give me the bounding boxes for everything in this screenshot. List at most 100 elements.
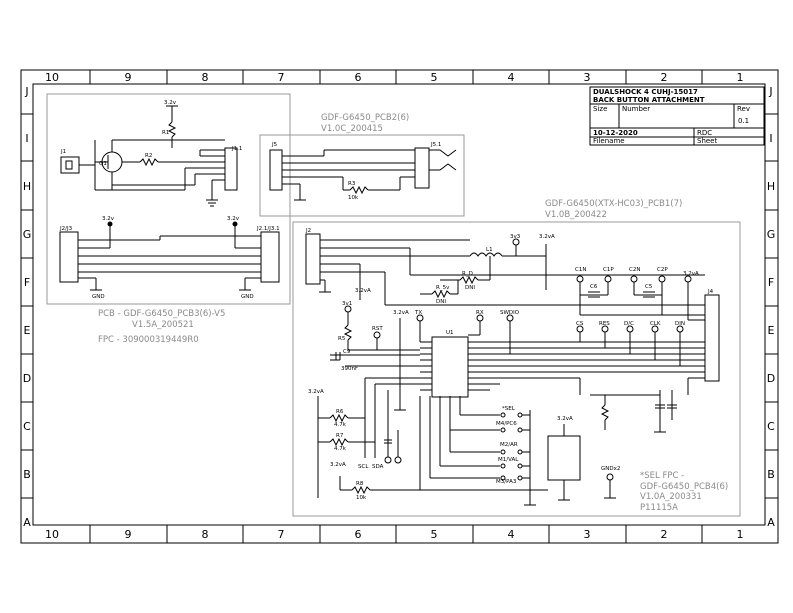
pcb3-note-line2: V1.5A_200521 — [132, 320, 194, 330]
label-sel: *SEL — [502, 406, 516, 412]
ref-j5: J5 — [271, 142, 278, 148]
col-label: 4 — [508, 528, 515, 541]
rail-3v3: 3v3 — [510, 234, 521, 240]
col-label: 6 — [355, 528, 362, 541]
label-m3: M3/PA3 — [496, 479, 517, 485]
ref-c5: C5 — [645, 284, 653, 290]
row-label: B — [23, 468, 31, 481]
pcb2-boundary — [259, 134, 465, 217]
label-gndx2: GNDx2 — [601, 466, 620, 472]
column-ticks — [89, 70, 703, 543]
col-label: 7 — [278, 71, 285, 84]
row-label: J — [24, 85, 28, 98]
label-cs: CS — [576, 321, 584, 327]
ref-r2: R2 — [145, 153, 152, 159]
value-r3: 10k — [348, 195, 359, 201]
rail-3v2-left: 3.2v — [102, 216, 115, 222]
row-label: D — [23, 372, 31, 385]
title-line-2: BACK BUTTON ATTACHMENT — [593, 96, 705, 104]
label-m2: M2/AR — [500, 442, 518, 448]
row-label: E — [24, 324, 31, 337]
col-label: 1 — [737, 528, 744, 541]
ref-j21j31: J2.1/J3.1 — [256, 226, 280, 232]
ref-j2j3: J2/J3 — [59, 226, 73, 232]
label-m1: M1/VAL — [498, 457, 519, 463]
col-label: 6 — [355, 71, 362, 84]
ref-j1: J1 — [60, 149, 66, 155]
value-c9: 390nF — [341, 366, 358, 372]
rail-3v2a-j4: 3.2vA — [683, 271, 699, 277]
inner-border — [32, 83, 766, 526]
col-label: 3 — [584, 71, 591, 84]
filename-label: Filename — [593, 137, 625, 145]
sheet-label: Sheet — [697, 137, 717, 145]
pcb3-circuit — [59, 105, 280, 291]
rdc-label: RDC — [697, 129, 712, 137]
col-label: 5 — [431, 71, 438, 84]
value-r8: 10k — [356, 495, 367, 501]
row-label: A — [767, 516, 775, 529]
ref-r6: R6 — [336, 409, 344, 415]
row-label: G — [23, 228, 32, 241]
fpc-note: FPC - 309000319449R0 — [98, 335, 199, 345]
label-swdio: SWDIO — [500, 310, 520, 316]
ref-j51: J5.1 — [430, 142, 441, 148]
rail-3v2a-top: 3.2vA — [539, 234, 555, 240]
row-ticks — [21, 113, 778, 499]
col-label: 10 — [45, 528, 59, 541]
row-labels-right: J I H G F E D C B A — [767, 85, 776, 529]
label-clk: CLK — [650, 321, 661, 327]
ref-j11: J1.1 — [231, 146, 242, 152]
label-din: DIN — [675, 321, 685, 327]
label-c1n: C1N — [575, 267, 586, 273]
col-label: 3 — [584, 528, 591, 541]
label-c1p: C1P — [603, 267, 614, 273]
row-label: G — [767, 228, 776, 241]
row-label: F — [24, 276, 30, 289]
label-rst: RST — [372, 326, 383, 332]
row-label: B — [767, 468, 775, 481]
value-r6: 4.7k — [334, 422, 347, 428]
ref-j4: J4 — [707, 289, 714, 295]
ref-r7: R7 — [336, 433, 344, 439]
ref-j2: J2 — [305, 228, 311, 234]
label-tx: TX — [414, 310, 422, 316]
label-res: RES — [599, 321, 610, 327]
sel-note-line3: V1.0A_200331 — [640, 492, 702, 502]
rail-3v2-r1: 3.2v — [164, 100, 177, 106]
row-label: D — [767, 372, 775, 385]
label-dc: D/C — [624, 321, 634, 327]
sel-note-line1: *SEL FPC - — [640, 471, 684, 481]
rev-label: Rev — [737, 105, 750, 113]
row-label: A — [23, 516, 31, 529]
label-c2n: C2N — [629, 267, 640, 273]
col-label: 8 — [202, 528, 209, 541]
ref-u1: U1 — [446, 330, 454, 336]
ref-c9: C9 — [343, 349, 351, 355]
ref-rd: R_D — [462, 271, 473, 277]
pcb1-boundary — [292, 221, 741, 517]
rail-3v2a-r8: 3.2vA — [330, 462, 346, 468]
test-points — [344, 238, 692, 481]
ref-c6: C6 — [590, 284, 598, 290]
row-label: E — [768, 324, 775, 337]
col-label: 9 — [125, 528, 132, 541]
pcb1-note-line1: GDF-G6450(XTX-HC03)_PCB1(7) — [545, 199, 682, 209]
label-sda: SDA — [372, 464, 384, 470]
pcb3-note-line1: PCB - GDF-G6450_PCB3(6)-V5 — [98, 309, 225, 319]
row-label: F — [768, 276, 774, 289]
label-rx: RX — [476, 310, 484, 316]
value-r5v: DNI — [436, 299, 446, 305]
row-label: H — [767, 180, 775, 193]
value-r7: 4.7k — [334, 446, 347, 452]
title-block: DUALSHOCK 4 CUHJ-15017 BACK BUTTON ATTAC… — [589, 86, 765, 146]
col-label: 9 — [125, 71, 132, 84]
gnd-label: GND — [92, 294, 105, 300]
sel-note-line4: P11115A — [640, 503, 678, 513]
gnd-label: GND — [241, 294, 254, 300]
rail-3v2a-r5: 3.2vA — [355, 288, 371, 294]
row-labels-left: J I H G F E D C B A — [23, 85, 32, 529]
ref-l1: L1 — [486, 247, 493, 253]
col-label: 2 — [661, 528, 668, 541]
